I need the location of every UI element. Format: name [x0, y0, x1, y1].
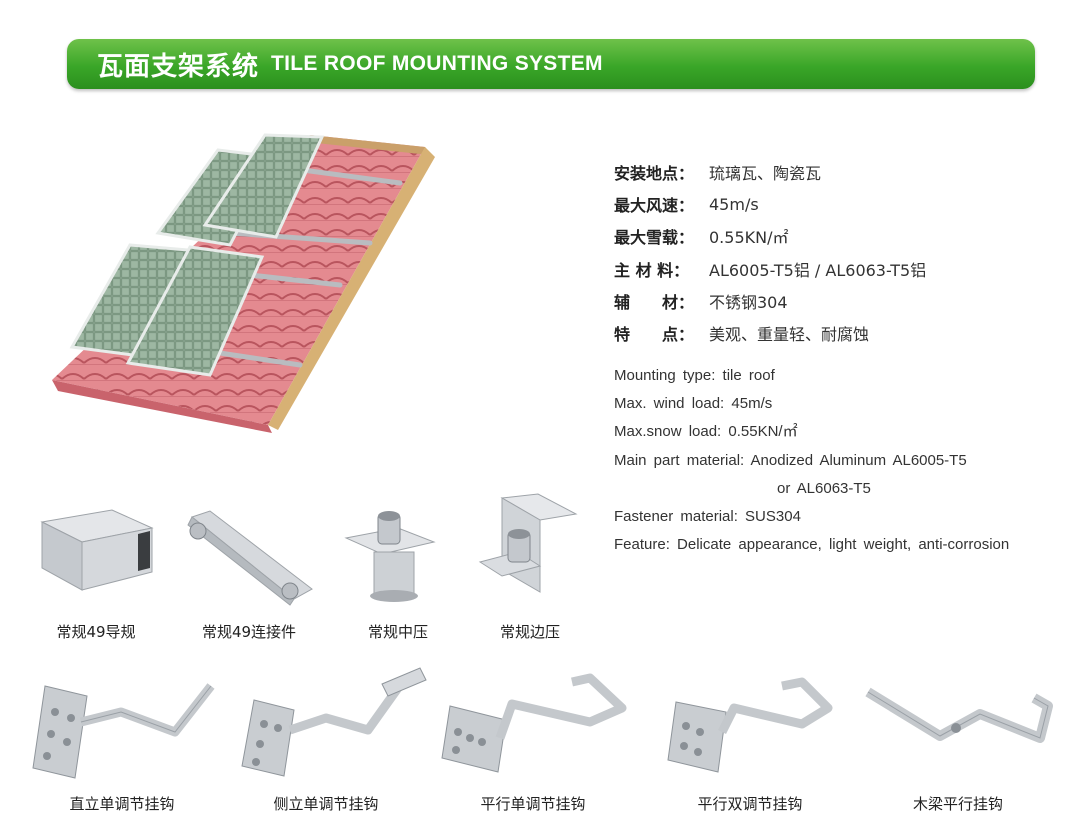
hook-caption: 平行双调节挂钩: [697, 795, 803, 813]
spec-label: 安装地点：: [614, 164, 695, 184]
spec-en-line: Feature: Delicate appearance, light weig…: [614, 536, 1010, 554]
component-caption: 常规边压: [499, 623, 561, 641]
roof-illustration: [40, 125, 440, 435]
spec-en-line: Main part material: Anodized Aluminum AL…: [614, 451, 967, 469]
spec-en-line: or AL6063-T5: [777, 479, 871, 497]
hook-image-1: [25, 672, 221, 782]
title-cn: 瓦面支架系统: [97, 51, 260, 82]
connector-image: [182, 503, 316, 607]
spec-label: 主 材 料：: [614, 260, 690, 280]
spec-row: 最大雪载： 0.55KN/㎡: [614, 220, 926, 252]
spec-row: 最大风速： 45m/s: [614, 188, 926, 220]
hook-image-3: [440, 668, 634, 778]
spec-en-line: Max.snow load: 0.55KN/㎡: [614, 423, 798, 441]
spec-row: 特 点： 美观、重量轻、耐腐蚀: [614, 317, 926, 349]
spec-en-line: Mounting type: tile roof: [614, 367, 775, 384]
hook-caption: 木梁平行挂钩: [912, 795, 1004, 813]
title-banner: 瓦面支架系统 TILE ROOF MOUNTING SYSTEM: [67, 39, 1035, 89]
spec-label: 最大雪载：: [614, 228, 695, 248]
spec-row: 辅 材： 不锈钢304: [614, 285, 926, 317]
spec-label: 特 点：: [614, 325, 695, 345]
mid-clamp-image: [344, 508, 436, 604]
spec-label: 最大风速：: [614, 196, 695, 216]
rail-image: [38, 508, 156, 592]
spec-row: 安装地点： 琉璃瓦、陶瓷瓦: [614, 156, 926, 188]
hook-caption: 平行单调节挂钩: [480, 795, 586, 813]
spec-value: 0.55KN/㎡: [709, 228, 789, 248]
title-en: TILE ROOF MOUNTING SYSTEM: [271, 52, 603, 75]
spec-row: 主 材 料： AL6005-T5铝 / AL6063-T5铝: [614, 253, 926, 285]
spec-value: AL6005-T5铝 / AL6063-T5铝: [709, 260, 927, 280]
spec-label: 辅 材：: [614, 292, 695, 312]
spec-en-line: Max. wind load: 45m/s: [614, 395, 773, 413]
spec-value: 美观、重量轻、耐腐蚀: [709, 325, 870, 345]
hook-caption: 侧立单调节挂钩: [273, 795, 379, 813]
end-clamp-image: [478, 492, 578, 600]
hook-image-4: [664, 668, 838, 778]
hook-image-2: [236, 664, 432, 782]
component-caption: 常规中压: [367, 623, 429, 641]
component-caption: 常规49连接件: [201, 623, 297, 641]
spec-value: 不锈钢304: [709, 292, 788, 312]
hook-caption: 直立单调节挂钩: [69, 795, 175, 813]
spec-value: 45m/s: [709, 194, 759, 214]
specs-en: Mounting type: tile roof Max. wind load:…: [614, 362, 1009, 559]
component-caption: 常规49导规: [56, 623, 136, 641]
spec-value: 琉璃瓦、陶瓷瓦: [709, 164, 822, 184]
specs-cn: 安装地点： 琉璃瓦、陶瓷瓦 最大风速： 45m/s 最大雪载： 0.55KN/㎡…: [614, 156, 926, 349]
spec-en-line: Fastener material: SUS304: [614, 507, 801, 525]
hook-image-5: [862, 684, 1058, 764]
